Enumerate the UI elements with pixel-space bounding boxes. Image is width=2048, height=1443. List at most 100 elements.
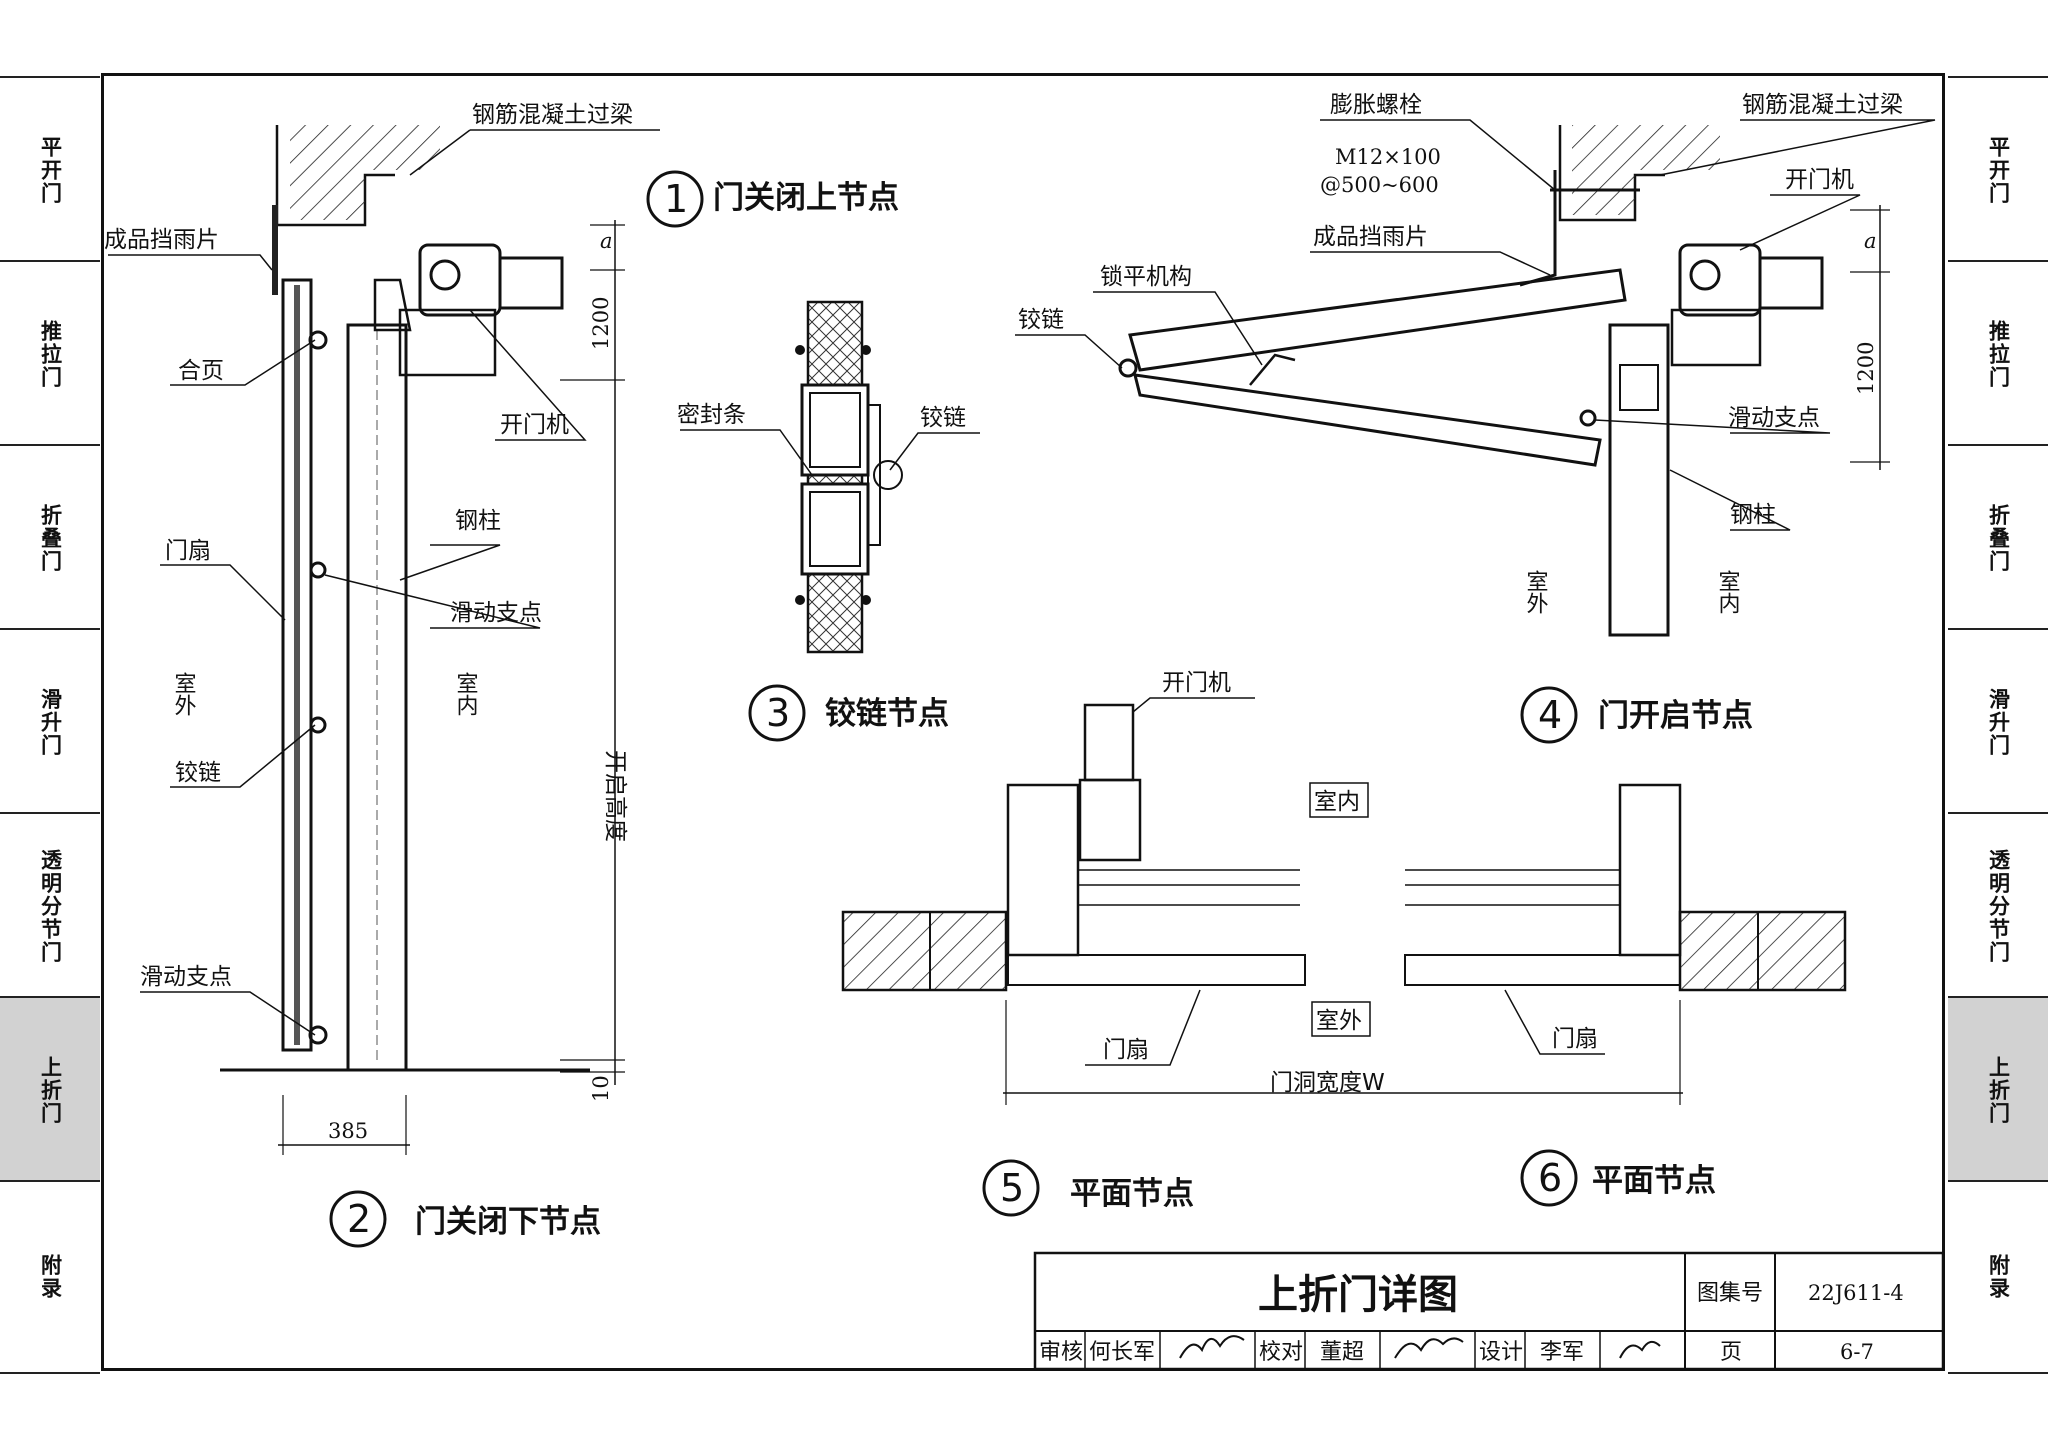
title-block-atlas-no: 22J611-4 bbox=[1808, 1281, 1904, 1305]
detail-6-circle bbox=[1520, 1149, 1578, 1207]
rain-guard-part bbox=[272, 205, 278, 295]
detail-2-number: 2 bbox=[347, 1197, 371, 1241]
detail-6-number: 6 bbox=[1538, 1156, 1562, 1200]
side-tab-sliding-door-right[interactable]: 推拉门 bbox=[1948, 260, 2048, 446]
side-tab-folding-door-right[interactable]: 折叠门 bbox=[1948, 444, 2048, 630]
label-sliding-pivot-1: 滑动支点 bbox=[450, 600, 542, 626]
detail-4-open-section bbox=[1015, 119, 1936, 637]
label-sliding-pivot-2: 滑动支点 bbox=[140, 964, 232, 990]
title-block-review-label: 审核 bbox=[1039, 1340, 1083, 1365]
detail-3-circle bbox=[748, 684, 806, 742]
wall-right bbox=[1678, 910, 1847, 992]
detail-4-title: 门开启节点 bbox=[1598, 698, 1753, 734]
title-block-page-label: 页 bbox=[1720, 1340, 1742, 1365]
side-tab-transparent-sectional-door[interactable]: 透明分节门 bbox=[0, 812, 100, 998]
label-rc-beam-1: 钢筋混凝土过梁 bbox=[472, 102, 633, 128]
side-tab-lift-door-right[interactable]: 滑升门 bbox=[1948, 628, 2048, 814]
title-block-title: 上折门详图 bbox=[1258, 1272, 1458, 1318]
label-lock-mechanism: 锁平机构 bbox=[1100, 264, 1192, 290]
dim-a-4: a bbox=[1864, 229, 1877, 253]
detail-3-title: 铰链节点 bbox=[825, 696, 949, 732]
dim-1200-1: 1200 bbox=[589, 297, 613, 350]
side-tab-folding-door[interactable]: 折叠门 bbox=[0, 444, 100, 630]
label-outdoor-4: 室外 bbox=[1523, 570, 1549, 614]
side-tab-swing-door[interactable]: 平开门 bbox=[0, 76, 100, 262]
label-outdoor-1: 室外 bbox=[171, 672, 197, 716]
label-steel-column-1: 钢柱 bbox=[455, 508, 501, 534]
side-tab-up-folding-door-right[interactable]: 上折门 bbox=[1948, 996, 2048, 1182]
label-rc-beam-4: 钢筋混凝土过梁 bbox=[1742, 92, 1903, 118]
label-sliding-pivot-4: 滑动支点 bbox=[1728, 405, 1820, 431]
detail-3-number: 3 bbox=[766, 691, 790, 735]
label-opener-1: 开门机 bbox=[500, 412, 569, 438]
dim-1200-4: 1200 bbox=[1854, 342, 1878, 395]
drawing-frame bbox=[101, 73, 1945, 1371]
label-rain-guard-1: 成品挡雨片 bbox=[104, 227, 219, 253]
detail-5-6-plan bbox=[841, 697, 1847, 1105]
checker-signature bbox=[1394, 1337, 1464, 1359]
opener-motor bbox=[498, 256, 564, 310]
label-indoor-4: 室内 bbox=[1715, 570, 1740, 614]
detail-1-2-section bbox=[108, 125, 660, 1155]
title-block-design-label: 设计 bbox=[1479, 1340, 1523, 1365]
label-outdoor-5: 室外 bbox=[1316, 1008, 1362, 1034]
side-tab-swing-door-right[interactable]: 平开门 bbox=[1948, 76, 2048, 262]
dim-10: 10 bbox=[589, 1075, 613, 1102]
label-bolt-spec-1: M12×100 bbox=[1335, 145, 1441, 169]
detail-5-title: 平面节点 bbox=[1070, 1176, 1194, 1212]
label-indoor-5: 室内 bbox=[1314, 789, 1360, 815]
label-steel-column-4: 钢柱 bbox=[1730, 502, 1776, 528]
label-door-leaf-1: 门扇 bbox=[165, 538, 211, 564]
detail-1-circle bbox=[646, 170, 704, 228]
detail-2-circle bbox=[329, 1190, 387, 1248]
label-door-leaf-5: 门扇 bbox=[1103, 1037, 1149, 1063]
label-hinge-leaf: 合页 bbox=[178, 358, 224, 384]
label-bolt-spec-2: @500~600 bbox=[1320, 173, 1439, 197]
title-block-page-no: 6-7 bbox=[1840, 1340, 1874, 1364]
side-tab-sliding-door[interactable]: 推拉门 bbox=[0, 260, 100, 446]
side-tab-up-folding-door[interactable]: 上折门 bbox=[0, 996, 100, 1182]
plan-opener-motor bbox=[1083, 703, 1135, 782]
opener-motor-4 bbox=[1758, 256, 1824, 310]
label-hinge-3: 铰链 bbox=[920, 405, 966, 431]
wall-left bbox=[841, 910, 1008, 992]
detail-3-hinge-node bbox=[680, 300, 980, 654]
hinge-leaf-part bbox=[308, 330, 328, 350]
side-tab-lift-door[interactable]: 滑升门 bbox=[0, 628, 100, 814]
steel-column-4 bbox=[1608, 323, 1670, 637]
detail-6-title: 平面节点 bbox=[1592, 1163, 1716, 1199]
title-block-checker: 董超 bbox=[1320, 1340, 1364, 1365]
lintel-outline bbox=[275, 125, 395, 227]
label-seal-strip: 密封条 bbox=[677, 402, 746, 428]
lintel-hatch bbox=[290, 125, 365, 220]
lintel-hatch-2 bbox=[365, 125, 440, 170]
label-hinge-1: 铰链 bbox=[175, 760, 221, 786]
title-block-designer: 李军 bbox=[1540, 1340, 1584, 1365]
label-opening-height: 开启高度 bbox=[602, 750, 628, 842]
dim-a-1: a bbox=[600, 229, 613, 253]
side-tab-appendix-right[interactable]: 附录 bbox=[1948, 1180, 2048, 1374]
detail-1-title: 门关闭上节点 bbox=[713, 180, 899, 216]
dim-385: 385 bbox=[328, 1119, 368, 1143]
label-indoor-1: 室内 bbox=[453, 672, 478, 716]
label-door-leaf-6: 门扇 bbox=[1552, 1026, 1598, 1052]
title-block-atlas-label: 图集号 bbox=[1697, 1281, 1763, 1306]
side-tab-appendix[interactable]: 附录 bbox=[0, 1180, 100, 1374]
label-opener-5: 开门机 bbox=[1162, 670, 1231, 696]
folded-leaf-lower bbox=[1133, 373, 1602, 467]
detail-4-number: 4 bbox=[1538, 693, 1562, 737]
label-opening-width: 门洞宽度W bbox=[1270, 1070, 1385, 1096]
side-tab-transparent-sectional-door-right[interactable]: 透明分节门 bbox=[1948, 812, 2048, 998]
detail-1-number: 1 bbox=[664, 177, 688, 221]
designer-signature bbox=[1619, 1340, 1661, 1359]
title-block-reviewer: 何长军 bbox=[1089, 1340, 1155, 1365]
label-opener-4: 开门机 bbox=[1785, 167, 1854, 193]
reviewer-signature bbox=[1179, 1335, 1245, 1359]
label-rain-guard-4: 成品挡雨片 bbox=[1313, 224, 1428, 250]
lock-mechanism-part bbox=[1249, 353, 1296, 386]
detail-4-circle bbox=[1520, 686, 1578, 744]
detail-5-circle bbox=[982, 1159, 1040, 1217]
detail-5-number: 5 bbox=[1000, 1166, 1024, 1210]
label-hinge-4: 铰链 bbox=[1018, 307, 1064, 333]
